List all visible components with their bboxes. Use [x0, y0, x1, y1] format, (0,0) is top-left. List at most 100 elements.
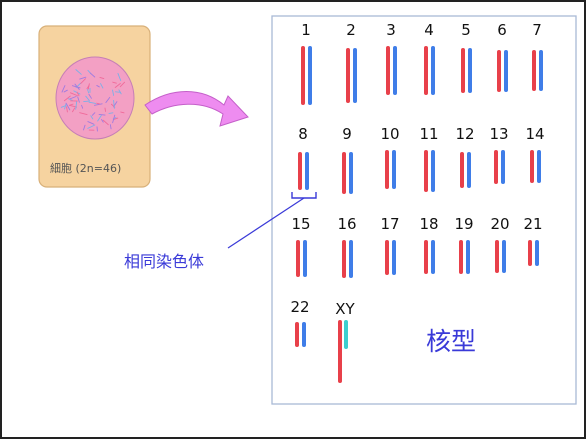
maternal-chromosome [424, 150, 428, 192]
dna-strand [117, 72, 122, 82]
paternal-chromosome [431, 46, 435, 95]
dna-strands [60, 69, 126, 132]
paternal-chromosome [393, 46, 397, 95]
chromosome-number: 18 [419, 215, 438, 233]
chromosome-pair-7: 7 [532, 21, 543, 91]
dna-strand [61, 85, 66, 93]
dna-strand [69, 92, 78, 97]
x-chromosome [338, 320, 342, 383]
maternal-chromosome [461, 48, 465, 93]
dna-strand [71, 85, 81, 89]
chromosome-number: 5 [461, 21, 471, 39]
dna-strand [101, 119, 104, 123]
chromosome-pair-17: 17 [380, 215, 400, 275]
maternal-chromosome [494, 150, 498, 184]
dna-strand [93, 103, 103, 106]
maternal-chromosome [385, 150, 389, 189]
dna-strand [72, 107, 76, 113]
dna-strand [102, 119, 109, 126]
chromosome-number: 19 [454, 215, 473, 233]
chromosome-pair-8: 8 [298, 125, 309, 190]
chromosome-pair-2: 2 [346, 21, 357, 103]
maternal-chromosome [424, 46, 428, 95]
chromosome-pair-22: 22 [290, 298, 310, 347]
chromosome-number: 8 [298, 125, 308, 143]
dna-strand [66, 106, 68, 113]
dna-strand [120, 111, 125, 114]
dna-strand [109, 124, 112, 130]
dna-strand [83, 124, 86, 131]
dna-strand [114, 91, 121, 93]
maternal-chromosome [301, 46, 305, 105]
chromosome-number: 13 [489, 125, 508, 143]
dna-strand [119, 81, 126, 88]
dna-strand [63, 95, 71, 102]
maternal-chromosome [346, 48, 350, 103]
chromosome-pair-9: 9 [342, 125, 353, 194]
chromosome-pair-5: 5 [461, 21, 472, 93]
maternal-chromosome [460, 152, 464, 188]
dna-strand [79, 76, 87, 80]
dna-strand [85, 95, 90, 101]
dna-strand [68, 104, 78, 108]
chromosome-pair-18: 18 [419, 215, 439, 274]
chromosome-number: 7 [532, 21, 542, 39]
dna-strand [86, 85, 90, 90]
chromosome-number: 17 [380, 215, 399, 233]
paternal-chromosome [392, 150, 396, 189]
dna-strand [96, 102, 101, 105]
chromosome-number: 2 [346, 21, 356, 39]
dna-strand [89, 72, 96, 78]
paternal-chromosome [466, 240, 470, 274]
dna-strand [77, 96, 80, 103]
dna-strand [113, 99, 115, 109]
homolog-pointer-line [227, 197, 305, 249]
chromosome-pair-1: 1 [301, 21, 312, 105]
maternal-chromosome [295, 322, 299, 347]
dna-strand [88, 101, 97, 104]
dna-strand [81, 104, 84, 109]
homolog-label: 相同染色体 [124, 252, 204, 271]
paternal-chromosome [349, 240, 353, 278]
paternal-chromosome [501, 150, 505, 184]
chromosome-pair-16: 16 [337, 215, 357, 278]
paternal-chromosome [504, 50, 508, 92]
dna-strand [118, 89, 122, 95]
paternal-chromosome [353, 48, 357, 103]
paternal-chromosome [467, 152, 471, 188]
chromosome-number: 10 [380, 125, 399, 143]
dna-strand [108, 112, 114, 114]
dna-strand [114, 83, 121, 88]
chromosome-number: 20 [490, 215, 509, 233]
paternal-chromosome [502, 240, 506, 273]
paternal-chromosome [535, 240, 539, 266]
chromosome-number: 6 [497, 21, 507, 39]
chromosome-pair-10: 10 [380, 125, 400, 189]
dna-strand [69, 96, 77, 100]
dna-strand [75, 101, 78, 110]
y-chromosome [344, 320, 348, 349]
paternal-chromosome [431, 150, 435, 192]
dna-strand [69, 103, 74, 106]
chromosome-pair-12: 12 [455, 125, 475, 188]
chromosome-number: 15 [291, 215, 310, 233]
chromosome-number: 14 [525, 125, 544, 143]
chromosome-pair-14: 14 [525, 125, 545, 183]
paternal-chromosome [308, 46, 312, 105]
maternal-chromosome [459, 240, 463, 274]
dna-strand [87, 124, 96, 129]
dna-strand [79, 112, 88, 116]
dna-strand [87, 89, 90, 94]
dna-strand [75, 69, 82, 75]
dna-strand [88, 93, 92, 99]
chromosome-number: 11 [419, 125, 438, 143]
maternal-chromosome [386, 46, 390, 95]
chromosome-pair-6: 6 [497, 21, 508, 92]
maternal-chromosome [495, 240, 499, 273]
dna-strand [60, 105, 67, 108]
chromosome-pair-4: 4 [424, 21, 435, 95]
dna-strand [98, 114, 106, 116]
dna-strand [112, 89, 115, 96]
